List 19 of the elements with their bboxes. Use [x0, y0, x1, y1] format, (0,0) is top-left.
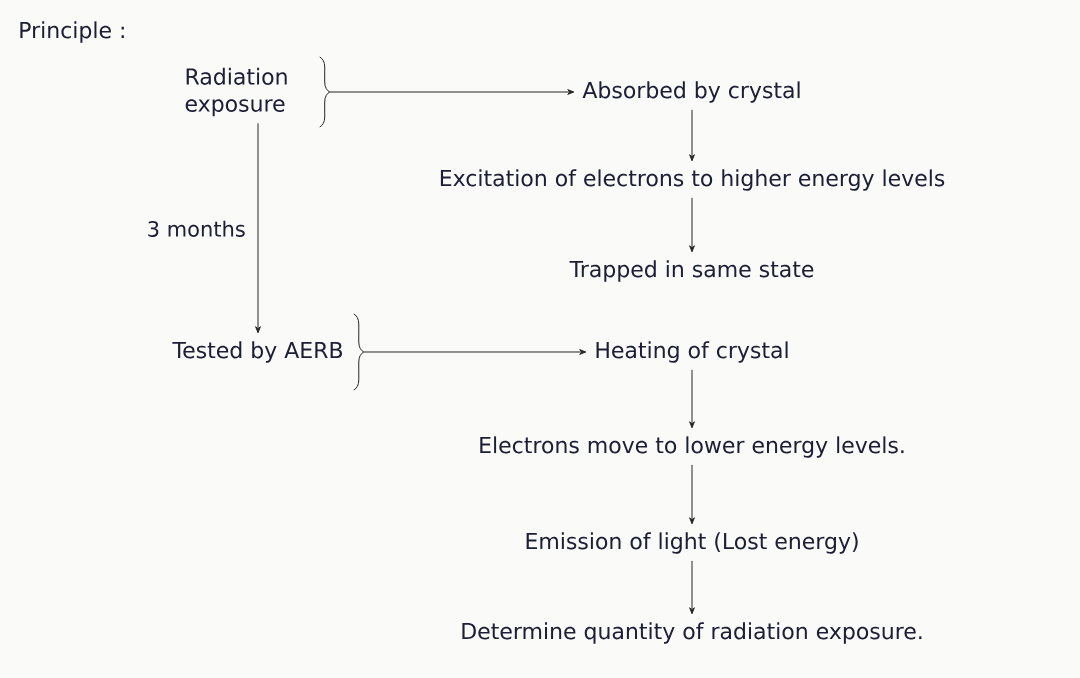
step-text: Trapped in same state [569, 260, 814, 282]
arrow [689, 109, 695, 162]
arrow [689, 560, 695, 615]
arrow [255, 122, 261, 334]
step-text: Electrons move to lower energy levels. [480, 436, 904, 458]
step-text: Radiation exposure [185, 67, 287, 117]
step-text: Emission of light (Lost energy) [526, 532, 858, 554]
arrow [689, 369, 695, 429]
title: Principle : [20, 21, 124, 43]
arrow [363, 349, 587, 355]
step-text: Absorbed by crystal [582, 81, 800, 103]
step-text: Excitation of electrons to higher energy levels [440, 169, 945, 191]
step-text: Determine quantity of radiation exposure. [462, 622, 922, 644]
step-text: Tested by AERB [172, 341, 342, 363]
arrow [329, 89, 575, 95]
edge-label: 3 months [148, 220, 245, 237]
arrow [689, 464, 695, 525]
arrow [689, 197, 695, 253]
step-text: Heating of crystal [596, 341, 788, 363]
